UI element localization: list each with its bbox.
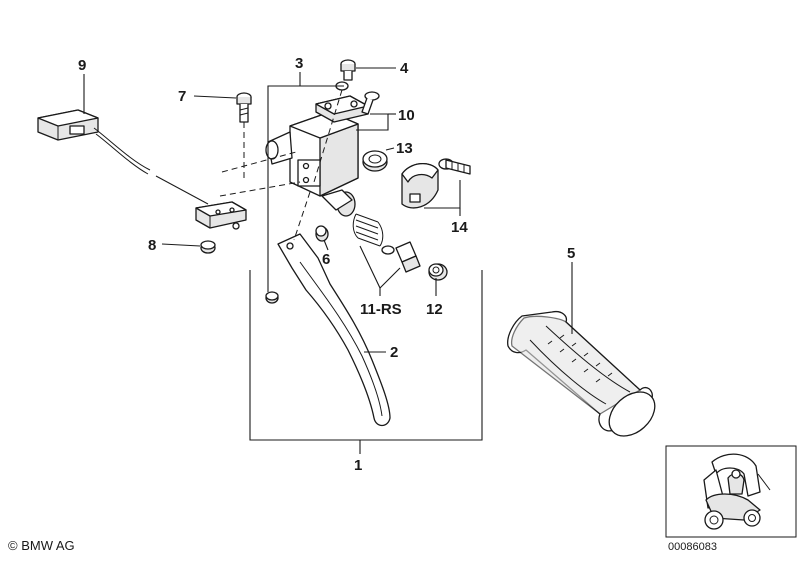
- copyright-notice: © BMW AG: [8, 538, 75, 553]
- label-1: 1: [354, 457, 362, 474]
- part-labels: 1 2 3 4 5 6 7 8 9 10 11-RS 12 13 14: [78, 55, 575, 474]
- part-13-seal-ring[interactable]: [362, 150, 388, 172]
- label-5: 5: [567, 245, 575, 262]
- part-3-master-cylinder[interactable]: [265, 111, 359, 217]
- part-7-screw[interactable]: [236, 92, 252, 123]
- part-14-clamp[interactable]: [401, 158, 471, 209]
- assembly-dashed-lines: [219, 89, 343, 241]
- part-11-rs-piston-kit[interactable]: [352, 213, 421, 273]
- label-4: 4: [400, 60, 409, 77]
- label-14: 14: [451, 219, 468, 236]
- part-2-lever[interactable]: [265, 233, 391, 427]
- label-10: 10: [398, 107, 415, 124]
- part-8-nut[interactable]: [200, 240, 216, 254]
- part-5-handlebar-grip[interactable]: [507, 310, 664, 445]
- label-7: 7: [178, 88, 186, 105]
- label-11-rs: 11-RS: [360, 301, 402, 318]
- part-6-bushing[interactable]: [315, 225, 329, 242]
- vehicle-thumbnail: [665, 445, 797, 538]
- label-8: 8: [148, 237, 156, 254]
- label-12: 12: [426, 301, 443, 318]
- label-9: 9: [78, 57, 86, 74]
- leader-lines: [83, 67, 573, 454]
- label-3: 3: [295, 55, 303, 72]
- label-6: 6: [322, 251, 330, 268]
- part-12-dust-boot[interactable]: [428, 263, 448, 281]
- label-13: 13: [396, 140, 413, 157]
- diagram-id: 00086083: [668, 541, 717, 553]
- scooter-icon: [703, 453, 771, 530]
- label-2: 2: [390, 344, 398, 361]
- part-9-switch-harness[interactable]: [37, 109, 247, 230]
- part-10-cover-plate[interactable]: [315, 91, 380, 123]
